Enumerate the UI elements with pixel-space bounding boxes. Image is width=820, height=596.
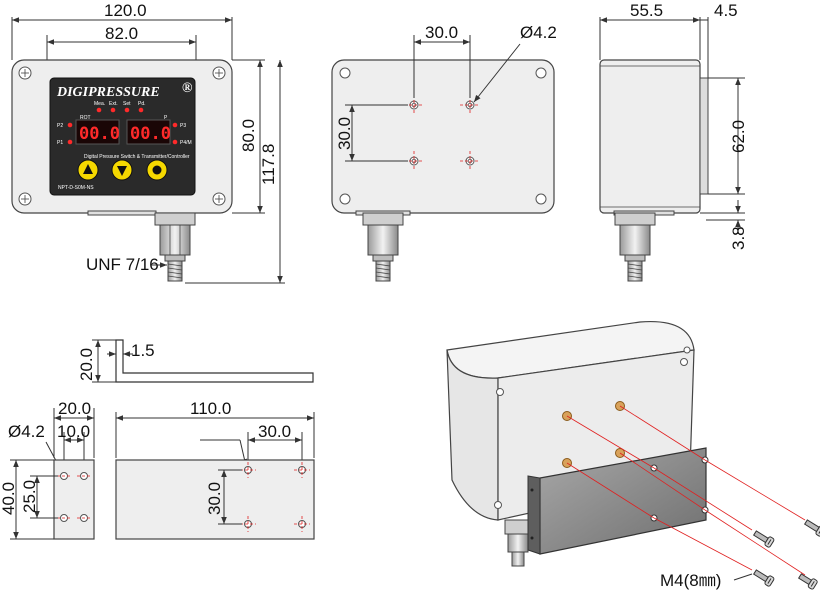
- dim-side-height: 62.0: [729, 120, 748, 153]
- housing-side: [599, 59, 701, 214]
- fitting-base: [154, 212, 196, 226]
- dim-side-bottom: 3.8: [729, 226, 748, 250]
- side-leds: P2 P1 P3 P4/M: [57, 122, 192, 146]
- guide-lines: [566, 405, 806, 576]
- screw-icons: [752, 519, 820, 590]
- display-right: [126, 119, 171, 145]
- registered-mark: ®: [182, 81, 193, 96]
- dim-back-hole-spacing-v: 30.0: [335, 117, 354, 150]
- dim-large-length: 110.0: [190, 399, 231, 418]
- fitting-hex: [159, 224, 191, 256]
- panel-buttons: [77, 159, 168, 181]
- dim-bracket-thickness: 1.5: [131, 341, 155, 360]
- front-view: 120.0 82.0 DIGIPRESSURE ® Mea. Ext. Set …: [11, 1, 285, 284]
- svg-text:P1: P1: [57, 140, 63, 146]
- dim-small-width: 20.0: [58, 399, 91, 418]
- brand-name: DIGIPRESSURE: [56, 85, 160, 100]
- dim-back-hole-spacing-h: 30.0: [425, 23, 458, 42]
- dim-small-height: 40.0: [0, 482, 18, 515]
- bracket-large: 110.0 30.0 30.0: [115, 399, 315, 540]
- dim-small-spacing-h: 10.0: [57, 422, 90, 441]
- dim-height-panel: 80.0: [239, 119, 258, 152]
- dim-small-spacing-v: 25.0: [20, 480, 39, 513]
- dim-small-hole-diameter: Ø4.2: [8, 422, 45, 441]
- dim-bracket-height: 20.0: [77, 348, 96, 381]
- side-view: 55.5 4.5 62.0 3.8: [599, 1, 748, 282]
- dim-total-width: 120.0: [104, 1, 147, 20]
- svg-text:00.0: 00.0: [79, 124, 120, 144]
- mount-holes: [404, 95, 480, 171]
- screw-label: M4(8㎜): [660, 571, 721, 590]
- bracket-small: 20.0 10.0 Ø4.2 40.0 25.0: [0, 399, 95, 540]
- svg-text:Mea.: Mea.: [94, 101, 105, 107]
- svg-text:P4/M: P4/M: [180, 140, 192, 146]
- side-mount-plate: [699, 77, 709, 195]
- svg-text:Ext.: Ext.: [109, 101, 118, 107]
- svg-text:P3: P3: [180, 123, 186, 129]
- rot-label: ROT: [80, 115, 91, 121]
- p-label: P: [164, 115, 168, 121]
- back-view: 30.0 Ø4.2 30.0: [331, 23, 557, 282]
- fitting-thread: [167, 260, 183, 282]
- svg-text:Pd.: Pd.: [138, 101, 146, 107]
- dim-side-depth: 55.5: [630, 1, 663, 20]
- large-plate: [115, 459, 315, 540]
- dim-panel-width: 82.0: [105, 24, 138, 43]
- panel-subtitle: Digital Pressure Switch & Transmitter/Co…: [84, 154, 190, 160]
- dim-back-hole-diameter: Ø4.2: [520, 23, 557, 42]
- corner-screws: [18, 66, 226, 206]
- small-plate: [53, 459, 95, 540]
- dim-large-spacing-h: 30.0: [258, 422, 291, 441]
- display-left: [75, 119, 120, 145]
- svg-text:P2: P2: [57, 123, 63, 129]
- svg-text:Set: Set: [123, 101, 131, 107]
- bracket-profile: 20.0 1.5: [77, 339, 314, 383]
- housing-back: [331, 59, 555, 214]
- dim-large-spacing-v: 30.0: [205, 482, 224, 515]
- dim-height-total: 117.8: [259, 144, 278, 185]
- dim-side-offset: 4.5: [714, 1, 738, 20]
- thread-label: UNF 7/16: [86, 255, 159, 274]
- svg-text:00.0: 00.0: [130, 124, 171, 144]
- assembly-view: M4(8㎜): [446, 320, 820, 590]
- top-leds: Mea. Ext. Set Pd.: [94, 101, 146, 113]
- model-label: NPT-D-S0M-NS: [58, 185, 94, 191]
